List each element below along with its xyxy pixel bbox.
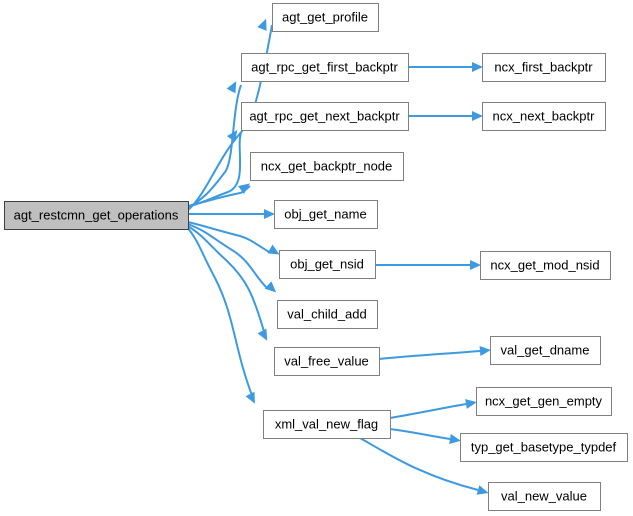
call-edge-root-to-rpcfirst [187, 81, 242, 209]
node-box[interactable] [250, 152, 404, 181]
node-label: ncx_first_backptr [494, 59, 593, 74]
arrowhead-icon [264, 209, 275, 219]
graph-node-genempty[interactable]: ncx_get_gen_empty [476, 387, 612, 416]
node-label: val_get_dname [501, 342, 590, 357]
edge-layer [187, 18, 491, 495]
arrowhead-icon [226, 129, 238, 142]
arrowhead-icon [245, 391, 255, 404]
call-edge-root-to-objnsid [187, 221, 280, 255]
node-box[interactable] [480, 251, 611, 280]
graph-node-backptrnode[interactable]: ncx_get_backptr_node [250, 152, 404, 181]
call-edge-newflag-to-genempty [389, 399, 477, 419]
call-edge-root-to-newflag [187, 227, 255, 404]
node-box[interactable] [488, 482, 601, 511]
arrowhead-icon [465, 399, 477, 409]
graph-node-rpcfirst[interactable]: agt_rpc_get_first_backptr [241, 53, 409, 82]
node-box[interactable] [476, 387, 612, 416]
graph-node-ncxfirst[interactable]: ncx_first_backptr [482, 53, 606, 82]
node-label: ncx_get_gen_empty [485, 393, 603, 408]
call-edge-root-to-objname [188, 209, 275, 219]
node-label: obj_get_name [284, 206, 366, 221]
node-label: val_child_add [287, 306, 367, 321]
call-edge-root-to-profile [187, 18, 273, 211]
arrowhead-icon [257, 18, 267, 31]
node-box[interactable] [482, 53, 606, 82]
graph-node-dname[interactable]: val_get_dname [490, 336, 601, 365]
arrowhead-icon [470, 260, 481, 270]
node-box[interactable] [4, 201, 189, 230]
graph-node-childadd[interactable]: val_child_add [277, 300, 378, 329]
node-box[interactable] [241, 53, 409, 82]
node-label: agt_get_profile [282, 9, 368, 24]
node-box[interactable] [277, 300, 378, 329]
node-label: ncx_get_backptr_node [261, 158, 393, 173]
node-box[interactable] [263, 410, 391, 439]
call-edge-rpcfirst-to-ncxfirst [408, 62, 483, 72]
node-box[interactable] [490, 336, 601, 365]
call-edge-newflag-to-newvalue [359, 437, 489, 495]
graph-node-ncxnext[interactable]: ncx_next_backptr [482, 102, 606, 131]
arrowhead-icon [267, 244, 280, 255]
call-edge-newflag-to-basetype [389, 428, 461, 444]
arrowhead-icon [257, 328, 268, 341]
node-box[interactable] [482, 102, 606, 131]
node-label: val_free_value [284, 353, 369, 368]
node-label: val_new_value [501, 488, 587, 503]
node-label: agt_rpc_get_first_backptr [251, 59, 398, 74]
graph-node-newflag[interactable]: xml_val_new_flag [263, 410, 391, 439]
arrowhead-icon [449, 434, 461, 444]
graph-node-newvalue[interactable]: val_new_value [488, 482, 601, 511]
call-edge-root-to-childadd [187, 223, 277, 293]
node-box[interactable] [274, 347, 380, 376]
arrowhead-icon [238, 183, 250, 195]
graph-node-root[interactable]: agt_restcmn_get_operations [4, 201, 189, 230]
node-box[interactable] [279, 250, 376, 279]
graph-node-freeval[interactable]: val_free_value [274, 347, 380, 376]
graph-node-objnsid[interactable]: obj_get_nsid [279, 250, 376, 279]
node-box[interactable] [272, 3, 379, 32]
node-layer: agt_restcmn_get_operations agt_get_profil… [4, 3, 628, 511]
graph-node-basetype[interactable]: typ_get_basetype_typdef [460, 433, 628, 462]
node-label: ncx_next_backptr [493, 108, 596, 123]
arrowhead-icon [479, 346, 491, 356]
node-label: obj_get_nsid [290, 256, 364, 271]
node-box[interactable] [241, 102, 409, 131]
node-label: ncx_get_mod_nsid [490, 257, 599, 272]
node-box[interactable] [460, 433, 628, 462]
call-edge-freeval-to-dname [378, 346, 491, 360]
arrowhead-icon [472, 62, 483, 72]
node-label: agt_rpc_get_next_backptr [249, 108, 400, 123]
graph-node-objname[interactable]: obj_get_name [274, 200, 378, 229]
call-edge-root-to-backptrnode [187, 183, 251, 207]
arrowhead-icon [226, 81, 237, 94]
graph-node-modnsid[interactable]: ncx_get_mod_nsid [480, 251, 611, 280]
node-label: typ_get_basetype_typdef [471, 439, 617, 454]
arrowhead-icon [472, 111, 483, 121]
node-label: xml_val_new_flag [275, 416, 378, 431]
arrowhead-icon [476, 485, 489, 495]
node-box[interactable] [274, 200, 378, 229]
call-edge-root-to-freeval [187, 225, 268, 341]
graph-node-rpcnext[interactable]: agt_rpc_get_next_backptr [241, 102, 409, 131]
arrowhead-icon [264, 281, 277, 293]
graph-node-profile[interactable]: agt_get_profile [272, 3, 379, 32]
call-edge-objnsid-to-modnsid [374, 260, 481, 270]
call-edge-rpcnext-to-ncxnext [407, 111, 483, 121]
node-label: agt_restcmn_get_operations [14, 207, 179, 222]
